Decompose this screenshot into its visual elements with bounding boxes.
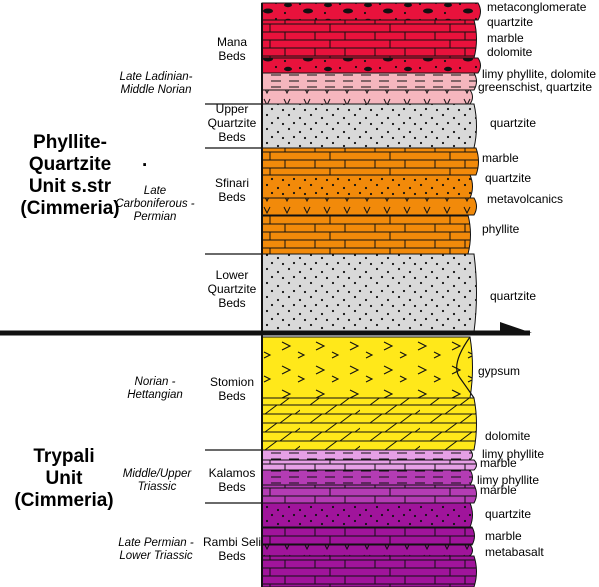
age-middle-upper-triassic-line: Triassic <box>138 481 177 493</box>
l-gypsum-pattern <box>262 337 473 398</box>
l-dolomite-pattern <box>262 398 477 450</box>
bed-lower-quartzite-line: Beds <box>218 296 245 310</box>
lithology-label: dolomite <box>487 45 533 59</box>
bed-stomion-line: Stomion <box>210 375 254 389</box>
lithology-label: marble <box>485 529 522 543</box>
age-late-ladinian-line: Middle Norian <box>121 84 192 96</box>
lithology-label: quartzite <box>490 289 536 303</box>
age-late-carboniferous-line: Late <box>144 185 166 197</box>
bed-mana-line: Mana <box>217 35 247 49</box>
l-greenschist-pattern <box>262 90 473 104</box>
age-norian-hettangian: Norian -Hettangian <box>127 376 183 401</box>
lithology-label: marble <box>487 31 524 45</box>
unit-title-trypali-line: (Cimmeria) <box>14 490 113 511</box>
unit-title-phyllite-line: Phyllite- <box>33 132 107 153</box>
unit-title-trypali-line: Unit <box>46 468 84 489</box>
l-marble-1-pattern <box>262 20 477 58</box>
lithology-column <box>261 2 481 587</box>
age-late-carboniferous-line: Carboniferous - <box>115 198 194 210</box>
age-late-permian-line: Late Permian - <box>118 537 194 549</box>
lithology-label: dolomite <box>485 429 531 443</box>
l-marble-4-pattern <box>262 485 477 503</box>
l-meta-2-pattern <box>262 58 481 73</box>
bed-upper-quartzite-line: Beds <box>218 130 245 144</box>
bed-kalamos-line: Beds <box>218 480 245 494</box>
l-marble-6-pattern <box>262 556 477 587</box>
l-limy-phyl-3-pattern <box>262 470 473 485</box>
bed-mana-line: Beds <box>218 49 245 63</box>
age-norian-hettangian-line: Hettangian <box>127 389 183 401</box>
bed-stomion-line: Beds <box>218 389 245 403</box>
l-metabasalt-pattern <box>262 545 473 556</box>
l-marble-2-pattern <box>262 148 479 175</box>
lithology-label: metaconglomerate <box>487 0 587 14</box>
unit-title-trypali-line: Trypali <box>33 446 94 467</box>
lithology-label: metabasalt <box>485 545 544 559</box>
bed-lower-quartzite-line: Lower <box>216 268 249 282</box>
lithology-label: phyllite <box>482 222 520 236</box>
age-late-permian-line: Lower Triassic <box>119 550 193 562</box>
lithology-label: limy phyllite <box>482 447 544 461</box>
bed-kalamos-line: Kalamos <box>209 466 256 480</box>
l-qtz-3-pattern <box>262 503 473 527</box>
l-marble-5-pattern <box>262 527 475 545</box>
bed-lower-quartzite-line: Quartzite <box>208 282 257 296</box>
l-phyllite-pattern <box>262 215 471 254</box>
l-meta-pattern <box>262 3 481 20</box>
unit-title-phyllite-line: Quartzite <box>29 154 111 175</box>
age-middle-upper-triassic-line: Middle/Upper <box>123 468 193 480</box>
unit-title-dot: . <box>142 150 147 171</box>
age-late-ladinian-line: Late Ladinian- <box>120 71 193 83</box>
l-qtz-upper-pattern <box>262 104 477 148</box>
l-limy-phyl-2-pattern <box>262 450 473 460</box>
bed-rambi-seli-line: Rambi Seli <box>203 535 261 549</box>
age-late-permian: Late Permian -Lower Triassic <box>118 537 194 562</box>
lithology-label: marble <box>480 483 517 497</box>
lithology-label: limy phyllite <box>477 473 539 487</box>
lithology-label: gypsum <box>478 364 520 378</box>
bed-upper-quartzite-line: Quartzite <box>208 116 257 130</box>
lithology-label: limy phyllite, dolomite <box>482 67 596 81</box>
bed-rambi-seli-line: Beds <box>218 549 245 563</box>
lithology-label: greenschist, quartzite <box>478 80 592 94</box>
bed-boundary-lines <box>0 3 532 587</box>
age-late-carboniferous-line: Permian <box>134 211 177 223</box>
lithology-label: quartzite <box>487 15 533 29</box>
gypsum-wavy-edge <box>456 336 475 399</box>
l-qtz-2-pattern <box>262 175 473 198</box>
l-limy-phyl-1-pattern <box>262 73 477 90</box>
l-metavolc-pattern <box>262 198 477 215</box>
l-marble-3-pattern <box>262 460 477 470</box>
age-late-ladinian: Late Ladinian-Middle Norian <box>120 71 193 96</box>
lithology-label: quartzite <box>485 507 531 521</box>
lithology-label: quartzite <box>485 171 531 185</box>
unit-title-phyllite-line: Unit s.str <box>29 176 112 197</box>
thrust-arrowhead <box>500 322 532 333</box>
lithology-label: marble <box>480 456 517 470</box>
bed-sfinari-line: Sfinari <box>215 176 249 190</box>
age-norian-hettangian-line: Norian - <box>135 376 176 388</box>
lithology-label: quartzite <box>490 116 536 130</box>
l-qtz-lower-pattern <box>262 254 477 332</box>
bed-upper-quartzite-line: Upper <box>216 102 249 116</box>
unit-title-phyllite-line: (Cimmeria) <box>20 198 119 219</box>
lithology-label: metavolcanics <box>487 192 563 206</box>
lithology-label: marble <box>482 151 519 165</box>
bed-sfinari-line: Beds <box>218 190 245 204</box>
